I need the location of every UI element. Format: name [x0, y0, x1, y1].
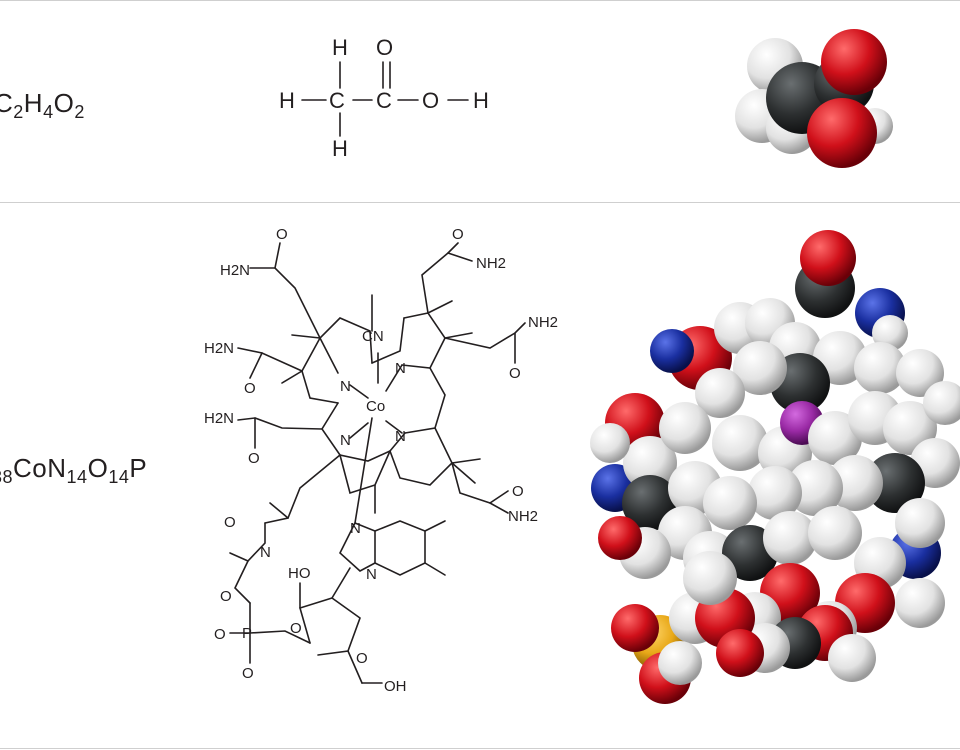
label-co: Co	[366, 398, 385, 415]
label-o-left: O	[244, 380, 256, 397]
label-nh2-lowerright: NH2	[508, 508, 538, 525]
atom-sphere-oxygen	[800, 230, 856, 286]
atom-sphere-hydrogen	[895, 578, 945, 628]
atom-sphere-hydrogen	[872, 315, 908, 351]
atom-sphere-hydrogen	[683, 551, 737, 605]
atom-sphere-hydrogen	[896, 349, 944, 397]
label-ho: HO	[288, 565, 311, 582]
label-n-1: N	[340, 378, 351, 395]
atom-sphere-hydrogen	[695, 368, 745, 418]
acetic-acid-space-filling-model	[735, 29, 893, 168]
cobalamin-space-filling-model	[590, 230, 960, 704]
label-o-lowerright: O	[512, 483, 524, 500]
label-cn: CN	[362, 328, 384, 345]
label-o-top: O	[276, 226, 288, 243]
atom-sphere-hydrogen	[712, 415, 768, 471]
atom-sphere-oxygen	[598, 516, 642, 560]
atom-sphere-hydrogen	[703, 476, 757, 530]
label-o-phosphate-left: O	[214, 626, 226, 643]
atom-sphere-hydrogen	[808, 411, 862, 465]
atom-h-hydroxyl: H	[473, 88, 489, 113]
atom-sphere-oxygen	[611, 604, 659, 652]
acetic-acid-structure: H H H C C O O H	[279, 35, 489, 161]
label-p: P	[242, 625, 252, 642]
cobalamin-structure: H2N O H2N O O NH2 NH2 O H2N O O NH2 CN C…	[204, 226, 558, 695]
label-h2n-left: H2N	[204, 340, 234, 357]
atom-sphere-hydrogen	[763, 511, 817, 565]
atom-o-carbonyl: O	[376, 35, 393, 60]
top-divider	[0, 0, 960, 1]
atom-sphere-hydrogen	[787, 460, 843, 516]
atom-sphere-hydrogen	[923, 381, 960, 425]
label-o-phosphate-bottom: O	[242, 665, 254, 682]
label-o-ester: O	[220, 588, 232, 605]
label-o-lowerleft: O	[248, 450, 260, 467]
atom-h-top: H	[332, 35, 348, 60]
label-n-2: N	[395, 360, 406, 377]
label-o-amide: O	[224, 514, 236, 531]
atom-sphere-hydrogen	[895, 498, 945, 548]
label-h2n-lowerleft: H2N	[204, 410, 234, 427]
label-n-3: N	[340, 432, 351, 449]
atom-sphere-hydrogen	[623, 436, 677, 490]
label-oh: OH	[384, 678, 407, 695]
atom-sphere-oxygen	[807, 98, 877, 168]
atom-sphere-hydrogen	[733, 341, 787, 395]
atom-sphere-hydrogen	[808, 506, 862, 560]
atom-sphere-hydrogen	[854, 342, 906, 394]
label-nh2-topright: NH2	[476, 255, 506, 272]
atom-c-methyl: C	[329, 88, 345, 113]
bottom-divider	[0, 748, 960, 749]
atom-sphere-oxygen	[821, 29, 887, 95]
atom-sphere-hydrogen	[828, 634, 876, 682]
label-n-amide: N	[260, 544, 271, 561]
label-n-4: N	[395, 428, 406, 445]
atom-sphere-hydrogen	[748, 466, 802, 520]
label-h2n-top: H2N	[220, 262, 250, 279]
atom-sphere-hydrogen	[658, 641, 702, 685]
atom-o-hydroxyl: O	[422, 88, 439, 113]
atom-c-carbonyl: C	[376, 88, 392, 113]
atom-sphere-nitrogen	[650, 329, 694, 373]
acetic-acid-formula: C2H4O2	[0, 88, 85, 122]
label-o-right: O	[509, 365, 521, 382]
atom-sphere-hydrogen	[590, 423, 630, 463]
label-n-imid-1: N	[350, 520, 361, 537]
atom-h-bottom: H	[332, 136, 348, 161]
label-n-imid-2: N	[366, 566, 377, 583]
label-o-topright: O	[452, 226, 464, 243]
atom-sphere-oxygen	[716, 629, 764, 677]
atom-h-left: H	[279, 88, 295, 113]
cobalamin-formula: 38CoN14O14P	[0, 453, 148, 487]
atom-sphere-carbon	[865, 453, 925, 513]
label-nh2-right: NH2	[528, 314, 558, 331]
acetic-acid-row: C2H4O2 H H H C C O O H	[0, 0, 960, 202]
label-o-ribose: O	[356, 650, 368, 667]
label-o-phosphate-right: O	[290, 620, 302, 637]
middle-divider	[0, 202, 960, 203]
cobalamin-row: 38CoN14O14P	[0, 203, 960, 748]
atom-sphere-hydrogen	[659, 402, 711, 454]
